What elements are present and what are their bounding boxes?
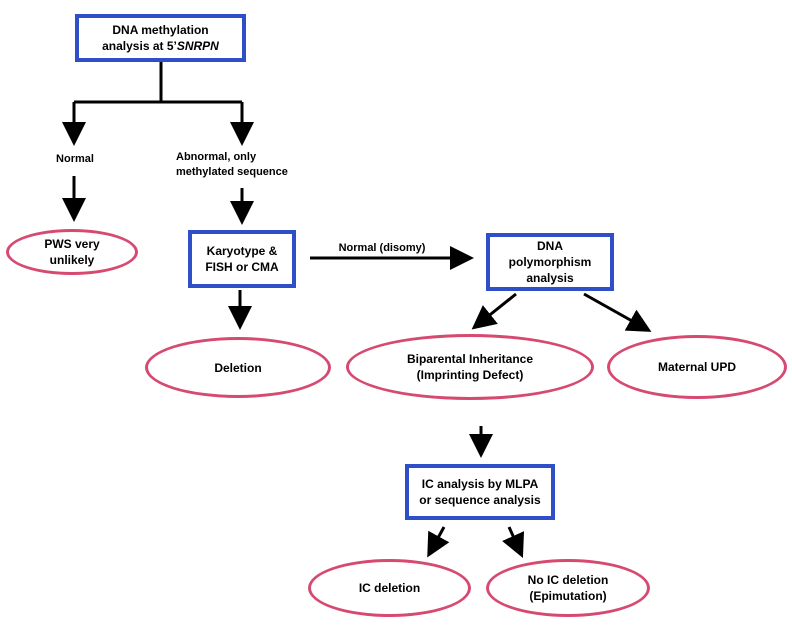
ic-analysis-line1: IC analysis by MLPA bbox=[421, 477, 539, 491]
no-ic-deletion-oval: No IC deletion (Epimutation) bbox=[486, 559, 650, 617]
arrow-polymorphism-to-biparental bbox=[471, 292, 517, 330]
abnormal-label: Abnormal, only methylated sequence bbox=[176, 150, 312, 180]
arrow-ic-to-no-ic-deletion bbox=[502, 526, 525, 558]
no-ic-deletion-line2: (Epimutation) bbox=[529, 589, 607, 603]
disomy-label-text: Normal (disomy) bbox=[338, 242, 426, 254]
methylation-line1: DNA methylation bbox=[112, 23, 209, 37]
methylation-analysis-box: DNA methylation analysis at 5’SNRPN bbox=[75, 14, 246, 62]
normal-label: Normal bbox=[44, 152, 106, 167]
no-ic-deletion-line1: No IC deletion bbox=[527, 573, 609, 587]
pws-line2: unlikely bbox=[49, 253, 95, 267]
arrow-polymorphism-to-upd bbox=[583, 292, 652, 332]
methylation-line2-prefix: analysis at 5’ bbox=[102, 39, 177, 53]
disomy-label: Normal (disomy) bbox=[322, 241, 442, 256]
ic-analysis-line2: or sequence analysis bbox=[419, 493, 541, 507]
abnormal-line1: Abnormal, only bbox=[176, 151, 257, 163]
deletion-oval: Deletion bbox=[145, 337, 331, 398]
biparental-inheritance-oval: Biparental Inheritance (Imprinting Defec… bbox=[346, 334, 594, 400]
arrow-ic-to-ic-deletion bbox=[427, 526, 450, 558]
polymorphism-line3: analysis bbox=[526, 271, 574, 285]
polymorphism-line2: polymorphism bbox=[508, 255, 592, 269]
pws-unlikely-oval: PWS very unlikely bbox=[6, 229, 138, 275]
abnormal-line2: methylated sequence bbox=[176, 166, 288, 178]
biparental-line2: (Imprinting Defect) bbox=[416, 368, 524, 382]
karyotype-line2: FISH or CMA bbox=[205, 260, 279, 274]
deletion-text: Deletion bbox=[214, 360, 262, 375]
polymorphism-analysis-box: DNA polymorphism analysis bbox=[486, 233, 614, 291]
normal-label-text: Normal bbox=[56, 153, 94, 165]
karyotype-line1: Karyotype & bbox=[206, 244, 278, 258]
karyotype-box: Karyotype & FISH or CMA bbox=[188, 230, 296, 288]
ic-deletion-text: IC deletion bbox=[358, 581, 421, 595]
pws-line1: PWS very bbox=[44, 237, 100, 251]
polymorphism-line1: DNA bbox=[537, 239, 563, 253]
ic-analysis-box: IC analysis by MLPA or sequence analysis bbox=[405, 464, 555, 520]
biparental-line1: Biparental Inheritance bbox=[406, 352, 534, 366]
maternal-upd-oval: Maternal UPD bbox=[607, 335, 787, 399]
maternal-upd-text: Maternal UPD bbox=[657, 360, 737, 374]
ic-deletion-oval: IC deletion bbox=[308, 559, 471, 617]
methylation-gene-name: SNRPN bbox=[176, 39, 219, 53]
